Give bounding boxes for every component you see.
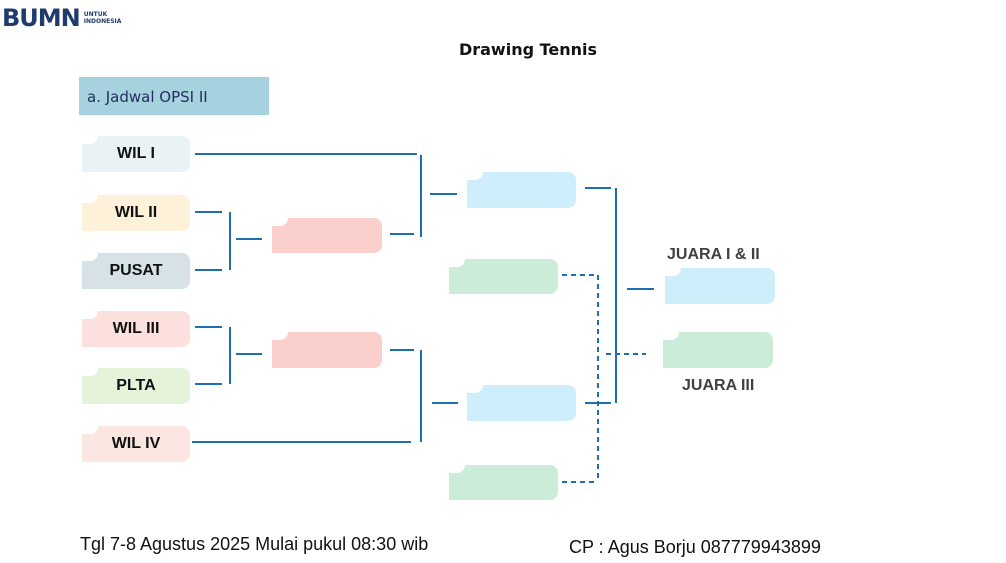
team-box-wil4: WIL IV [82, 426, 190, 462]
quarterfinal-box-1 [272, 218, 382, 253]
team-label: WIL III [112, 320, 160, 337]
champion-box [665, 268, 775, 304]
bumn-logo: BUMN UNTUK INDONESIA [2, 6, 121, 30]
team-label: WIL II [114, 204, 158, 221]
team-box-plta: PLTA [82, 368, 190, 404]
team-box-wil2: WIL II [82, 195, 190, 231]
logo-tagline-line1: UNTUK [83, 11, 108, 18]
third-place-result-box [663, 332, 773, 368]
page-title: Drawing Tennis [458, 40, 598, 59]
team-label: PUSAT [109, 262, 163, 279]
logo-wordmark: BUMN [2, 4, 81, 32]
schedule-date-text: Tgl 7-8 Agustus 2025 Mulai pukul 08:30 w… [80, 534, 429, 554]
contact-text: CP : Agus Borju 087779943899 [569, 537, 821, 557]
logo-tagline-line2: INDONESIA [83, 18, 122, 25]
team-label: PLTA [116, 377, 156, 394]
schedule-option-label: a. Jadwal OPSI II [79, 77, 269, 115]
team-label: WIL I [117, 145, 155, 162]
logo-tagline: UNTUK INDONESIA [84, 11, 122, 25]
semifinal-box-1 [467, 172, 576, 208]
team-label: WIL IV [111, 435, 161, 452]
team-box-pusat: PUSAT [82, 253, 190, 289]
third-place-label: JUARA III [682, 377, 755, 394]
team-box-wil3: WIL III [82, 311, 190, 347]
quarterfinal-box-2 [272, 332, 382, 368]
semifinal-box-2 [467, 385, 576, 421]
third-place-box-1 [449, 259, 558, 294]
team-box-wil1: WIL I [82, 136, 190, 172]
third-place-box-2 [449, 465, 558, 500]
champion-label: JUARA I & II [667, 246, 760, 263]
